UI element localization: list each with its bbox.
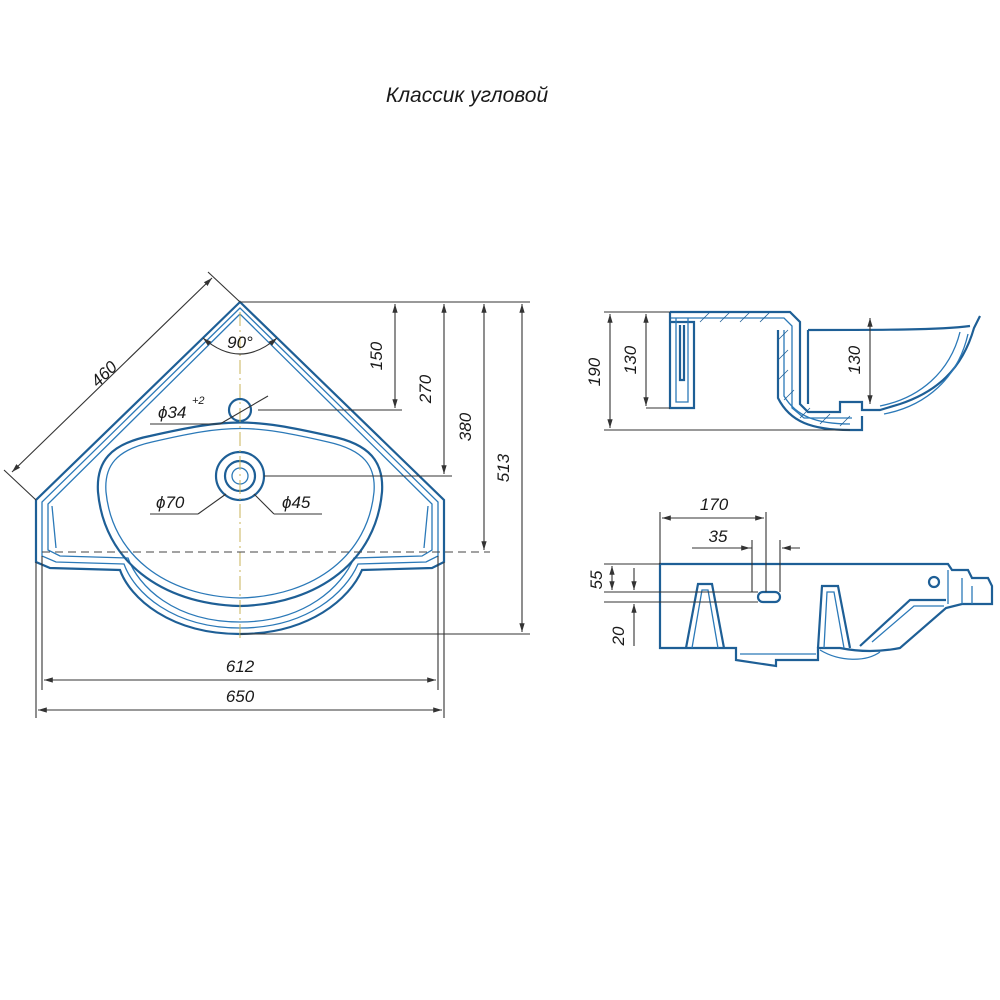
dim-170: 170 [700, 495, 729, 514]
basin-bowl-inner [105, 427, 375, 599]
dim-55: 55 [587, 570, 606, 589]
dim-650: 650 [226, 687, 255, 706]
dim-380: 380 [456, 412, 475, 441]
dim-20: 20 [609, 626, 628, 646]
dim-130-left: 130 [621, 345, 640, 374]
overflow-hole-side [927, 575, 941, 589]
drain-outer-diameter: ϕ70 [156, 493, 185, 512]
rim-edge [51, 505, 429, 549]
section-hatching [699, 311, 851, 427]
dim-460: 460 [87, 357, 121, 391]
dim-190: 190 [585, 357, 604, 386]
tap-hole-diameter: ϕ34 [158, 403, 186, 422]
section-view: 190 130 130 [585, 310, 981, 432]
dim-612: 612 [226, 657, 255, 676]
top-view: 460 90° ϕ34 +2 ϕ70 ϕ45 150 270 380 513 [3, 271, 530, 718]
side-outline [658, 562, 994, 668]
section-bowl [776, 330, 864, 432]
dim-35: 35 [709, 527, 728, 546]
dim-130-right: 130 [845, 345, 864, 374]
tap-hole-tolerance: +2 [192, 395, 205, 407]
side-view: 170 35 55 20 [587, 495, 994, 668]
overflow-slot [756, 590, 782, 604]
basin-bowl [96, 421, 384, 608]
drawing-title: Классик угловой [386, 84, 549, 107]
dim-line-460 [11, 277, 213, 473]
angle-arc [202, 337, 278, 355]
drain-inner-diameter: ϕ45 [282, 493, 311, 512]
angle-90: 90° [227, 333, 253, 352]
dim-513: 513 [494, 453, 513, 482]
dim-150: 150 [367, 341, 386, 370]
section-left-wall [670, 310, 981, 414]
dim-270: 270 [416, 374, 435, 404]
